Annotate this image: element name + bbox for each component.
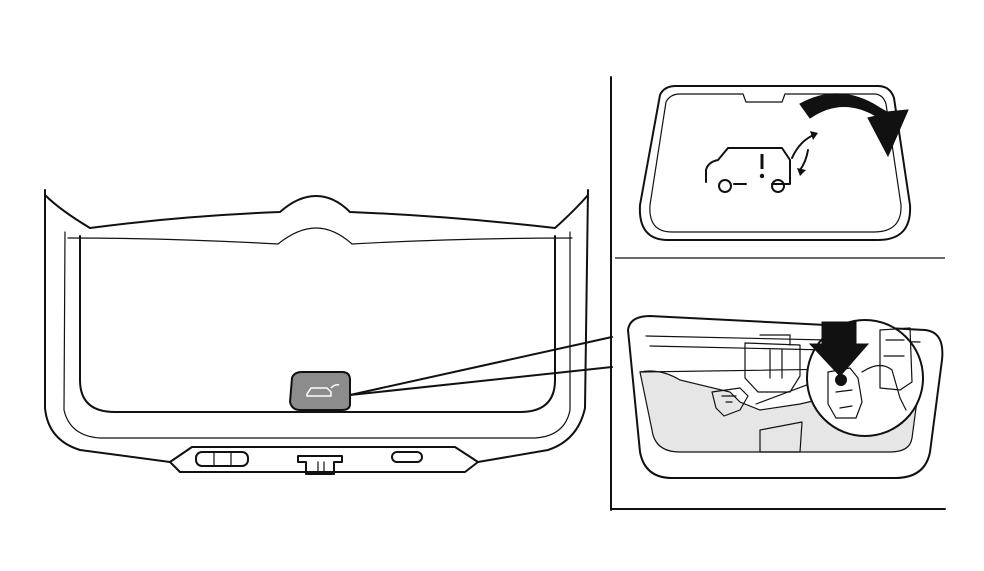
release-lever-closeup bbox=[827, 367, 863, 419]
tailgate-inner-panel bbox=[79, 235, 556, 413]
handle-cover-outer bbox=[638, 85, 912, 241]
emergency-release-panel bbox=[627, 315, 944, 479]
tailgate-outer-frame bbox=[44, 189, 589, 463]
tailgate-opening-handle bbox=[288, 371, 351, 411]
tailgate-overview-panel bbox=[44, 189, 613, 475]
reflector-right bbox=[391, 451, 423, 463]
reflector-left bbox=[195, 451, 249, 467]
push-down-arrow bbox=[808, 321, 870, 377]
leader-line-lower bbox=[349, 366, 613, 396]
handle-recess-outer bbox=[627, 315, 944, 479]
tailgate-top-inner-contour bbox=[67, 227, 573, 245]
tailgate-bottom-ledge bbox=[169, 461, 479, 473]
car-silhouette-icon bbox=[705, 147, 791, 185]
tailgate-open-icon bbox=[306, 384, 340, 397]
leader-line-upper bbox=[349, 336, 613, 396]
release-mechanism bbox=[744, 334, 801, 393]
tailgate-arc-bottom-icon bbox=[799, 149, 809, 171]
release-lever-linkage bbox=[711, 387, 749, 417]
handle-cover-inner bbox=[649, 93, 902, 233]
release-lever-knob bbox=[835, 374, 847, 386]
cover-removal-panel bbox=[638, 85, 912, 241]
tailgate-latch-striker bbox=[297, 455, 343, 475]
pry-direction-arrow bbox=[799, 93, 909, 158]
tailgate-warning-icon bbox=[705, 131, 818, 193]
tailgate-inner-panel-edge bbox=[63, 231, 571, 439]
tailgate-top-contour bbox=[44, 194, 589, 229]
